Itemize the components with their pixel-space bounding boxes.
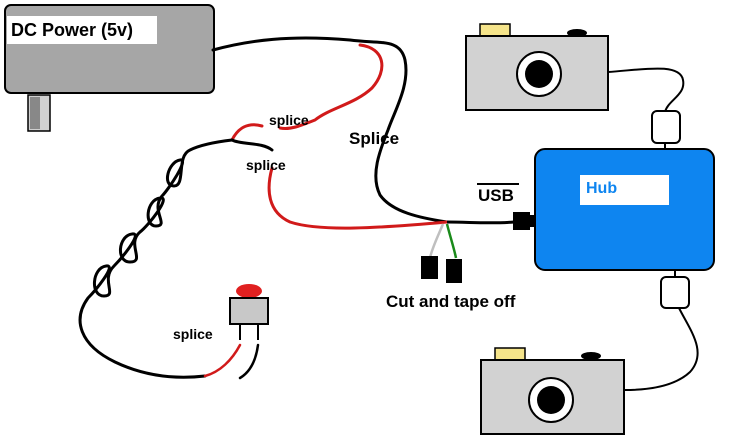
camera-bottom-cable <box>624 307 699 391</box>
usb-label: USB <box>478 186 514 205</box>
switch-lead-black <box>238 343 260 380</box>
camera-bottom-plug <box>660 276 690 309</box>
camera-bottom-shutter <box>581 352 601 360</box>
camera-bottom <box>480 347 625 435</box>
camera-top-plug <box>651 110 681 144</box>
camera-bottom-lens-inner <box>537 386 565 414</box>
white-wire-cut <box>428 223 445 259</box>
red-wire-top <box>278 43 384 130</box>
coiled-switch-wire <box>78 138 234 379</box>
splice-label-switch: splice <box>173 326 213 342</box>
power-supply: DC Power (5v) <box>4 4 215 132</box>
tape-plug-right <box>446 259 462 283</box>
camera-bottom-flash <box>494 347 526 361</box>
red-wire-middle <box>267 166 449 230</box>
switch-lead-red <box>203 343 242 378</box>
push-button-red-cap <box>236 284 262 298</box>
camera-top-body <box>465 35 609 111</box>
splice-label-top: splice <box>269 112 309 128</box>
power-cable-main <box>211 36 449 224</box>
usb-connector-tip <box>530 215 536 227</box>
tape-plug-left <box>421 256 438 279</box>
splice-label-main: Splice <box>349 129 399 148</box>
camera-top-cable <box>607 67 685 113</box>
camera-top-lens-inner <box>525 60 553 88</box>
power-supply-label: DC Power (5v) <box>11 20 133 40</box>
push-button-switch <box>229 284 269 340</box>
power-plug-prong-shade <box>30 97 40 129</box>
cut-tape-label: Cut and tape off <box>386 292 516 311</box>
hub-label: Hub <box>586 180 617 197</box>
hub-label-bg <box>580 175 669 205</box>
hub-body <box>534 148 715 271</box>
splice-label-middle: splice <box>246 157 286 173</box>
red-lead-splice-top <box>230 123 264 142</box>
usb-cable <box>446 220 515 225</box>
push-button-body <box>229 297 269 325</box>
usb-hub: Hub <box>534 148 715 271</box>
black-lead-splice-middle <box>230 138 274 152</box>
green-wire-cut <box>445 223 458 259</box>
camera-top <box>465 23 609 111</box>
camera-top-flash <box>479 23 511 37</box>
usb-connector <box>513 212 530 230</box>
power-supply-label-bg <box>7 16 157 44</box>
